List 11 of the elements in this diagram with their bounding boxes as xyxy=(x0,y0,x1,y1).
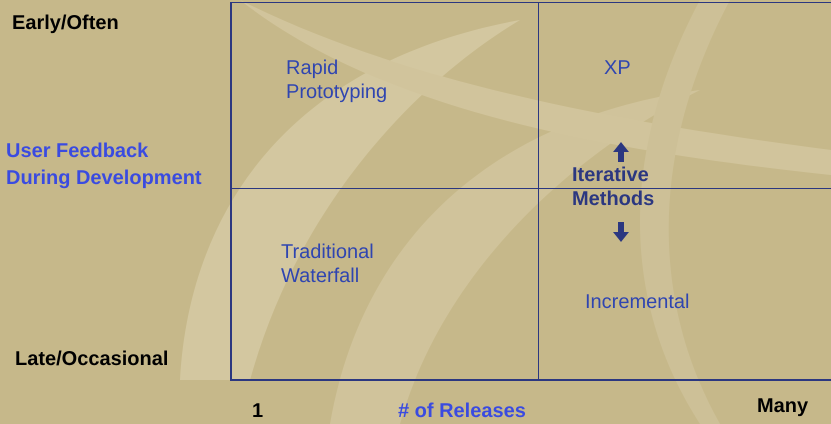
axis-label: Late/Occasional xyxy=(15,347,170,372)
axis-label: User Feedback During Development xyxy=(6,139,203,191)
quadrant-label: Iterative Methods xyxy=(572,163,682,211)
quadrant-label: Traditional Waterfall xyxy=(281,240,411,288)
axis-label: Many xyxy=(757,394,810,419)
quadrant-label: XP xyxy=(604,56,644,80)
quadrant-label: Incremental xyxy=(585,290,725,314)
axis-label: 1 xyxy=(252,399,264,424)
axis-label: # of Releases xyxy=(398,399,527,424)
quadrant-label: Rapid Prototyping xyxy=(286,56,436,104)
axis-label: Early/Often xyxy=(12,11,120,36)
